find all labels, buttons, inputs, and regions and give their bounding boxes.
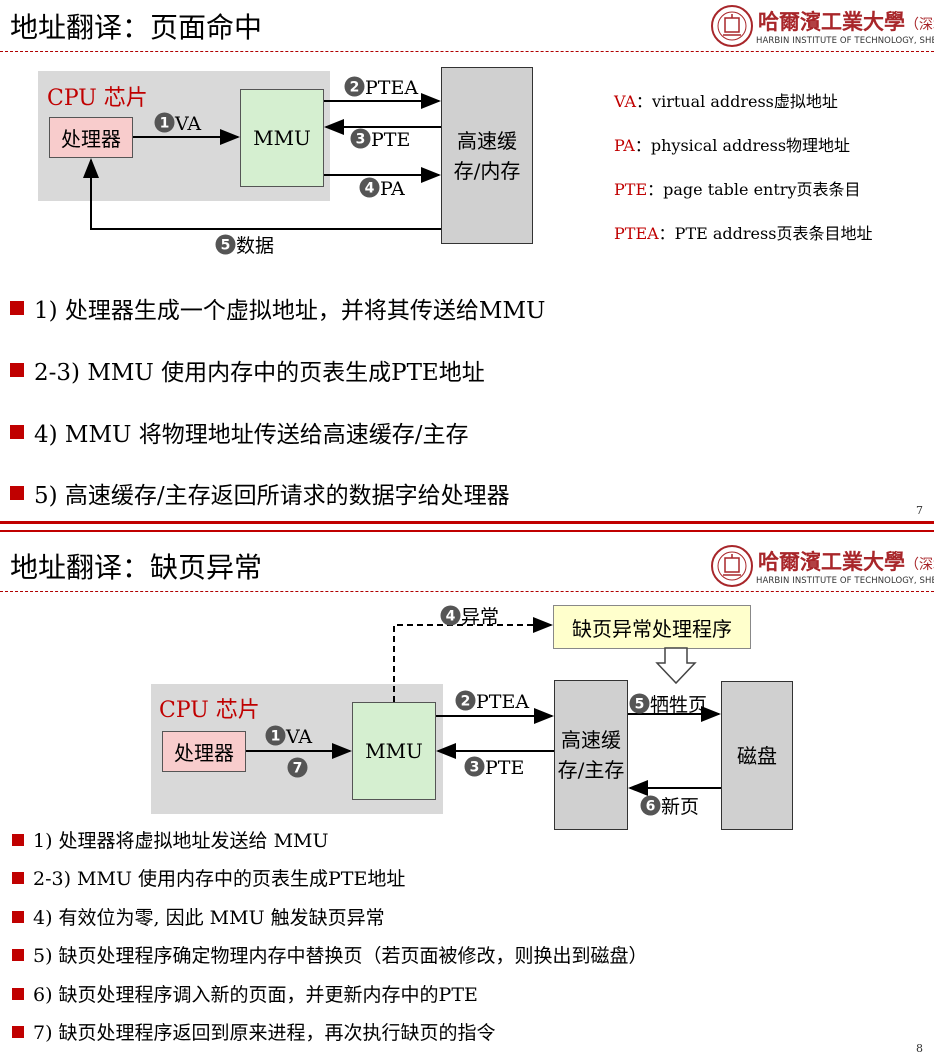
- slide8-title: 地址翻译：缺页异常: [10, 551, 263, 584]
- cpu-chip-label: CPU 芯片: [47, 86, 148, 111]
- slide7-bullet-2: 2-3) MMU 使用内存中的页表生成PTE地址: [10, 353, 485, 387]
- slide7-arrows: [83, 93, 441, 230]
- processor-box: 处理器: [162, 731, 246, 772]
- cache-memory-box: 高速缓 存/主存: [554, 680, 628, 830]
- arrow-data: [83, 158, 441, 230]
- mmu-box: MMU: [352, 702, 436, 800]
- svg-text:1: 1: [160, 116, 170, 132]
- hit-logo: 哈爾濱工業大學（深圳 HARBIN INSTITUTE OF TECHNOLOG…: [706, 4, 934, 48]
- slide7-bullet-3: 4) MMU 将物理地址传送给高速缓存/主存: [10, 415, 468, 449]
- label-step-7: 7: [287, 757, 308, 780]
- step-2-icon: 2: [344, 76, 365, 97]
- logo-cn-name: 哈爾濱工業大學: [758, 549, 905, 574]
- legend-pte: PTE：page table entry页表条目: [614, 180, 861, 199]
- header-divider: [0, 591, 934, 592]
- hit-emblem-icon: [711, 5, 753, 47]
- slide8-page-number: 8: [916, 1042, 923, 1055]
- hit-logo: 哈爾濱工業大學（深圳 HARBIN INSTITUTE OF TECHNOLOG…: [706, 544, 934, 588]
- slide-separator-bottom: [0, 530, 934, 532]
- svg-text:5: 5: [635, 697, 645, 713]
- step-7-icon: 7: [287, 757, 308, 778]
- processor-box: 处理器: [49, 117, 133, 158]
- cache-label-line1: 高速缓: [561, 728, 621, 752]
- page-fault-handler-box: 缺页异常处理程序: [553, 605, 751, 649]
- svg-text:1: 1: [271, 729, 281, 745]
- step-4-icon: 4: [359, 177, 380, 198]
- header-divider: [0, 51, 934, 52]
- arrow-exception: [393, 617, 553, 702]
- handler-down-arrow: [655, 647, 697, 685]
- step-1-icon: 1: [265, 725, 286, 746]
- bullet-square-icon: [10, 363, 24, 377]
- bullet-square-icon: [10, 425, 24, 439]
- cache-label-line2: 存/内存: [453, 158, 521, 183]
- bullet-square-icon: [10, 486, 24, 500]
- slide8-bullet-4: 5) 缺页处理程序确定物理内存中替换页（若页面被修改，则换出到磁盘）: [12, 941, 648, 968]
- legend-ptea: PTEA：PTE address页表条目地址: [614, 224, 873, 243]
- bullet-square-icon: [12, 1025, 24, 1038]
- bullet-square-icon: [12, 987, 24, 1000]
- logo-en-name: HARBIN INSTITUTE OF TECHNOLOGY, SHENZHE: [756, 576, 934, 586]
- svg-text:7: 7: [293, 761, 303, 777]
- step-2-icon: 2: [455, 690, 476, 711]
- cache-label-line1: 高速缓: [457, 128, 517, 153]
- mmu-box: MMU: [240, 89, 324, 187]
- bullet-square-icon: [12, 910, 24, 923]
- step-3-icon: 3: [464, 756, 485, 777]
- svg-text:5: 5: [221, 238, 231, 254]
- step-6-icon: 6: [640, 795, 661, 816]
- step-1-icon: 1: [154, 112, 175, 133]
- legend-pa: PA：physical address物理地址: [614, 136, 851, 155]
- bullet-square-icon: [12, 871, 24, 884]
- cpu-chip-label: CPU 芯片: [159, 698, 260, 723]
- svg-text:4: 4: [446, 609, 456, 625]
- cache-memory-box: 高速缓 存/内存: [441, 67, 533, 244]
- slide7-title: 地址翻译：页面命中: [10, 11, 263, 44]
- svg-text:6: 6: [646, 799, 656, 815]
- logo-cn-name: 哈爾濱工業大學: [758, 9, 905, 34]
- slide7-bullet-1: 1) 处理器生成一个虚拟地址，并将其传送给MMU: [10, 291, 545, 325]
- slide8-bullet-1: 1) 处理器将虚拟地址发送给 MMU: [12, 826, 329, 853]
- bullet-square-icon: [12, 948, 24, 961]
- slide7-page-number: 7: [916, 504, 923, 517]
- svg-text:3: 3: [356, 132, 366, 148]
- svg-text:4: 4: [365, 181, 375, 197]
- slide-separator-top: [0, 521, 934, 524]
- disk-box: 磁盘: [721, 681, 793, 830]
- slide8-bullet-3: 4) 有效位为零, 因此 MMU 触发缺页异常: [12, 903, 385, 930]
- hit-emblem-icon: [711, 545, 753, 587]
- slide8-bullet-6: 7) 缺页处理程序返回到原来进程，再次执行缺页的指令: [12, 1018, 496, 1045]
- slide8-bullet-2: 2-3) MMU 使用内存中的页表生成PTE地址: [12, 864, 405, 891]
- legend-va: VA：virtual address虚拟地址: [614, 92, 838, 111]
- step-4-icon: 4: [440, 605, 461, 626]
- logo-en-name: HARBIN INSTITUTE OF TECHNOLOGY, SHENZHE: [756, 36, 934, 46]
- svg-text:2: 2: [350, 80, 360, 96]
- step-3-icon: 3: [350, 128, 371, 149]
- bullet-square-icon: [10, 301, 24, 315]
- svg-text:2: 2: [461, 694, 471, 710]
- slide8-bullet-5: 6) 缺页处理程序调入新的页面，并更新内存中的PTE: [12, 980, 478, 1007]
- logo-cn-campus: （深圳: [905, 17, 934, 33]
- bullet-square-icon: [12, 833, 24, 846]
- cache-label-line2: 存/主存: [557, 758, 625, 782]
- step-5-icon: 5: [215, 234, 236, 255]
- step-5-icon: 5: [629, 693, 650, 714]
- slide7-bullet-4: 5) 高速缓存/主存返回所请求的数据字给处理器: [10, 476, 510, 510]
- svg-text:3: 3: [470, 760, 480, 776]
- logo-cn-campus: （深圳: [905, 557, 934, 573]
